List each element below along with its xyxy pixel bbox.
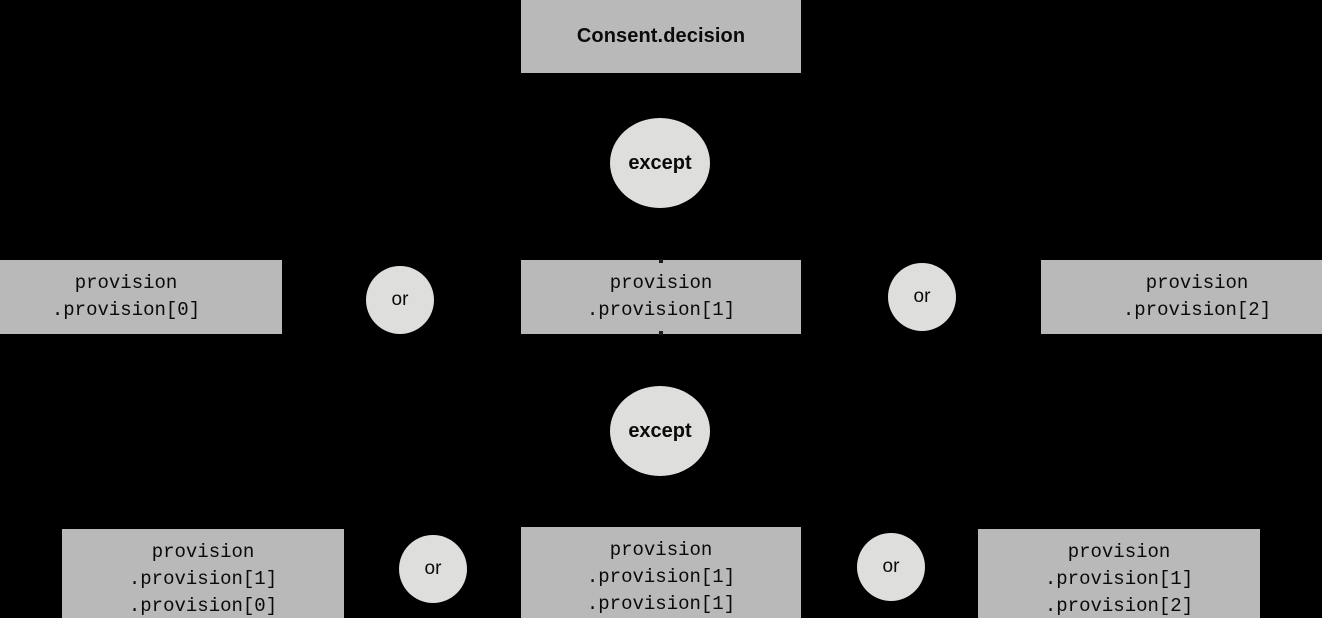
- node-provision-1-line-1: provision: [609, 272, 713, 294]
- node-provision-1-1-line-2: .provision[1]: [586, 566, 736, 588]
- node-provision-1-line-2: .provision[1]: [586, 299, 736, 321]
- operator-or-3-label: or: [424, 558, 442, 579]
- operator-except-1[interactable]: except: [610, 118, 710, 208]
- node-provision-1-2[interactable]: provision .provision[1] .provision[2]: [978, 529, 1260, 618]
- node-provision-1-0[interactable]: provision .provision[1] .provision[0]: [62, 529, 344, 618]
- operator-or-4[interactable]: or: [857, 533, 925, 601]
- node-provision-0[interactable]: provision .provision[0]: [0, 260, 282, 334]
- root-node-label: Consent.decision: [576, 25, 746, 47]
- node-provision-1-1-line-1: provision: [609, 539, 713, 561]
- node-provision-1-2-line-1: provision: [1067, 541, 1171, 563]
- operator-or-2-label: or: [913, 286, 931, 307]
- node-provision-1-1[interactable]: provision .provision[1] .provision[1]: [521, 527, 801, 618]
- root-node-consent-decision[interactable]: Consent.decision: [521, 0, 801, 73]
- node-provision-0-line-1: provision: [74, 272, 178, 294]
- node-provision-1-0-line-2: .provision[1]: [128, 568, 278, 590]
- node-provision-2-line-2: .provision[2]: [1122, 299, 1272, 321]
- node-provision-1-2-line-2: .provision[1]: [1044, 568, 1194, 590]
- operator-except-2[interactable]: except: [610, 386, 710, 476]
- node-provision-1-1-line-3: .provision[1]: [586, 593, 736, 615]
- operator-or-2[interactable]: or: [888, 263, 956, 331]
- operator-or-1-label: or: [391, 289, 409, 310]
- node-provision-1-0-line-3: .provision[0]: [128, 595, 278, 617]
- node-provision-1-2-line-3: .provision[2]: [1044, 595, 1194, 617]
- operator-or-4-label: or: [882, 556, 900, 577]
- edge-connector-dot-bottom: [659, 331, 663, 335]
- operator-or-3[interactable]: or: [399, 535, 467, 603]
- node-provision-2[interactable]: provision .provision[2]: [1041, 260, 1322, 334]
- node-provision-2-line-1: provision: [1145, 272, 1249, 294]
- node-provision-1[interactable]: provision .provision[1]: [521, 260, 801, 334]
- edge-connector-dot-top: [659, 259, 663, 263]
- operator-except-2-label: except: [628, 419, 692, 442]
- operator-except-1-label: except: [628, 151, 692, 174]
- node-provision-1-0-line-1: provision: [151, 541, 255, 563]
- node-provision-0-line-2: .provision[0]: [51, 299, 201, 321]
- operator-or-1[interactable]: or: [366, 266, 434, 334]
